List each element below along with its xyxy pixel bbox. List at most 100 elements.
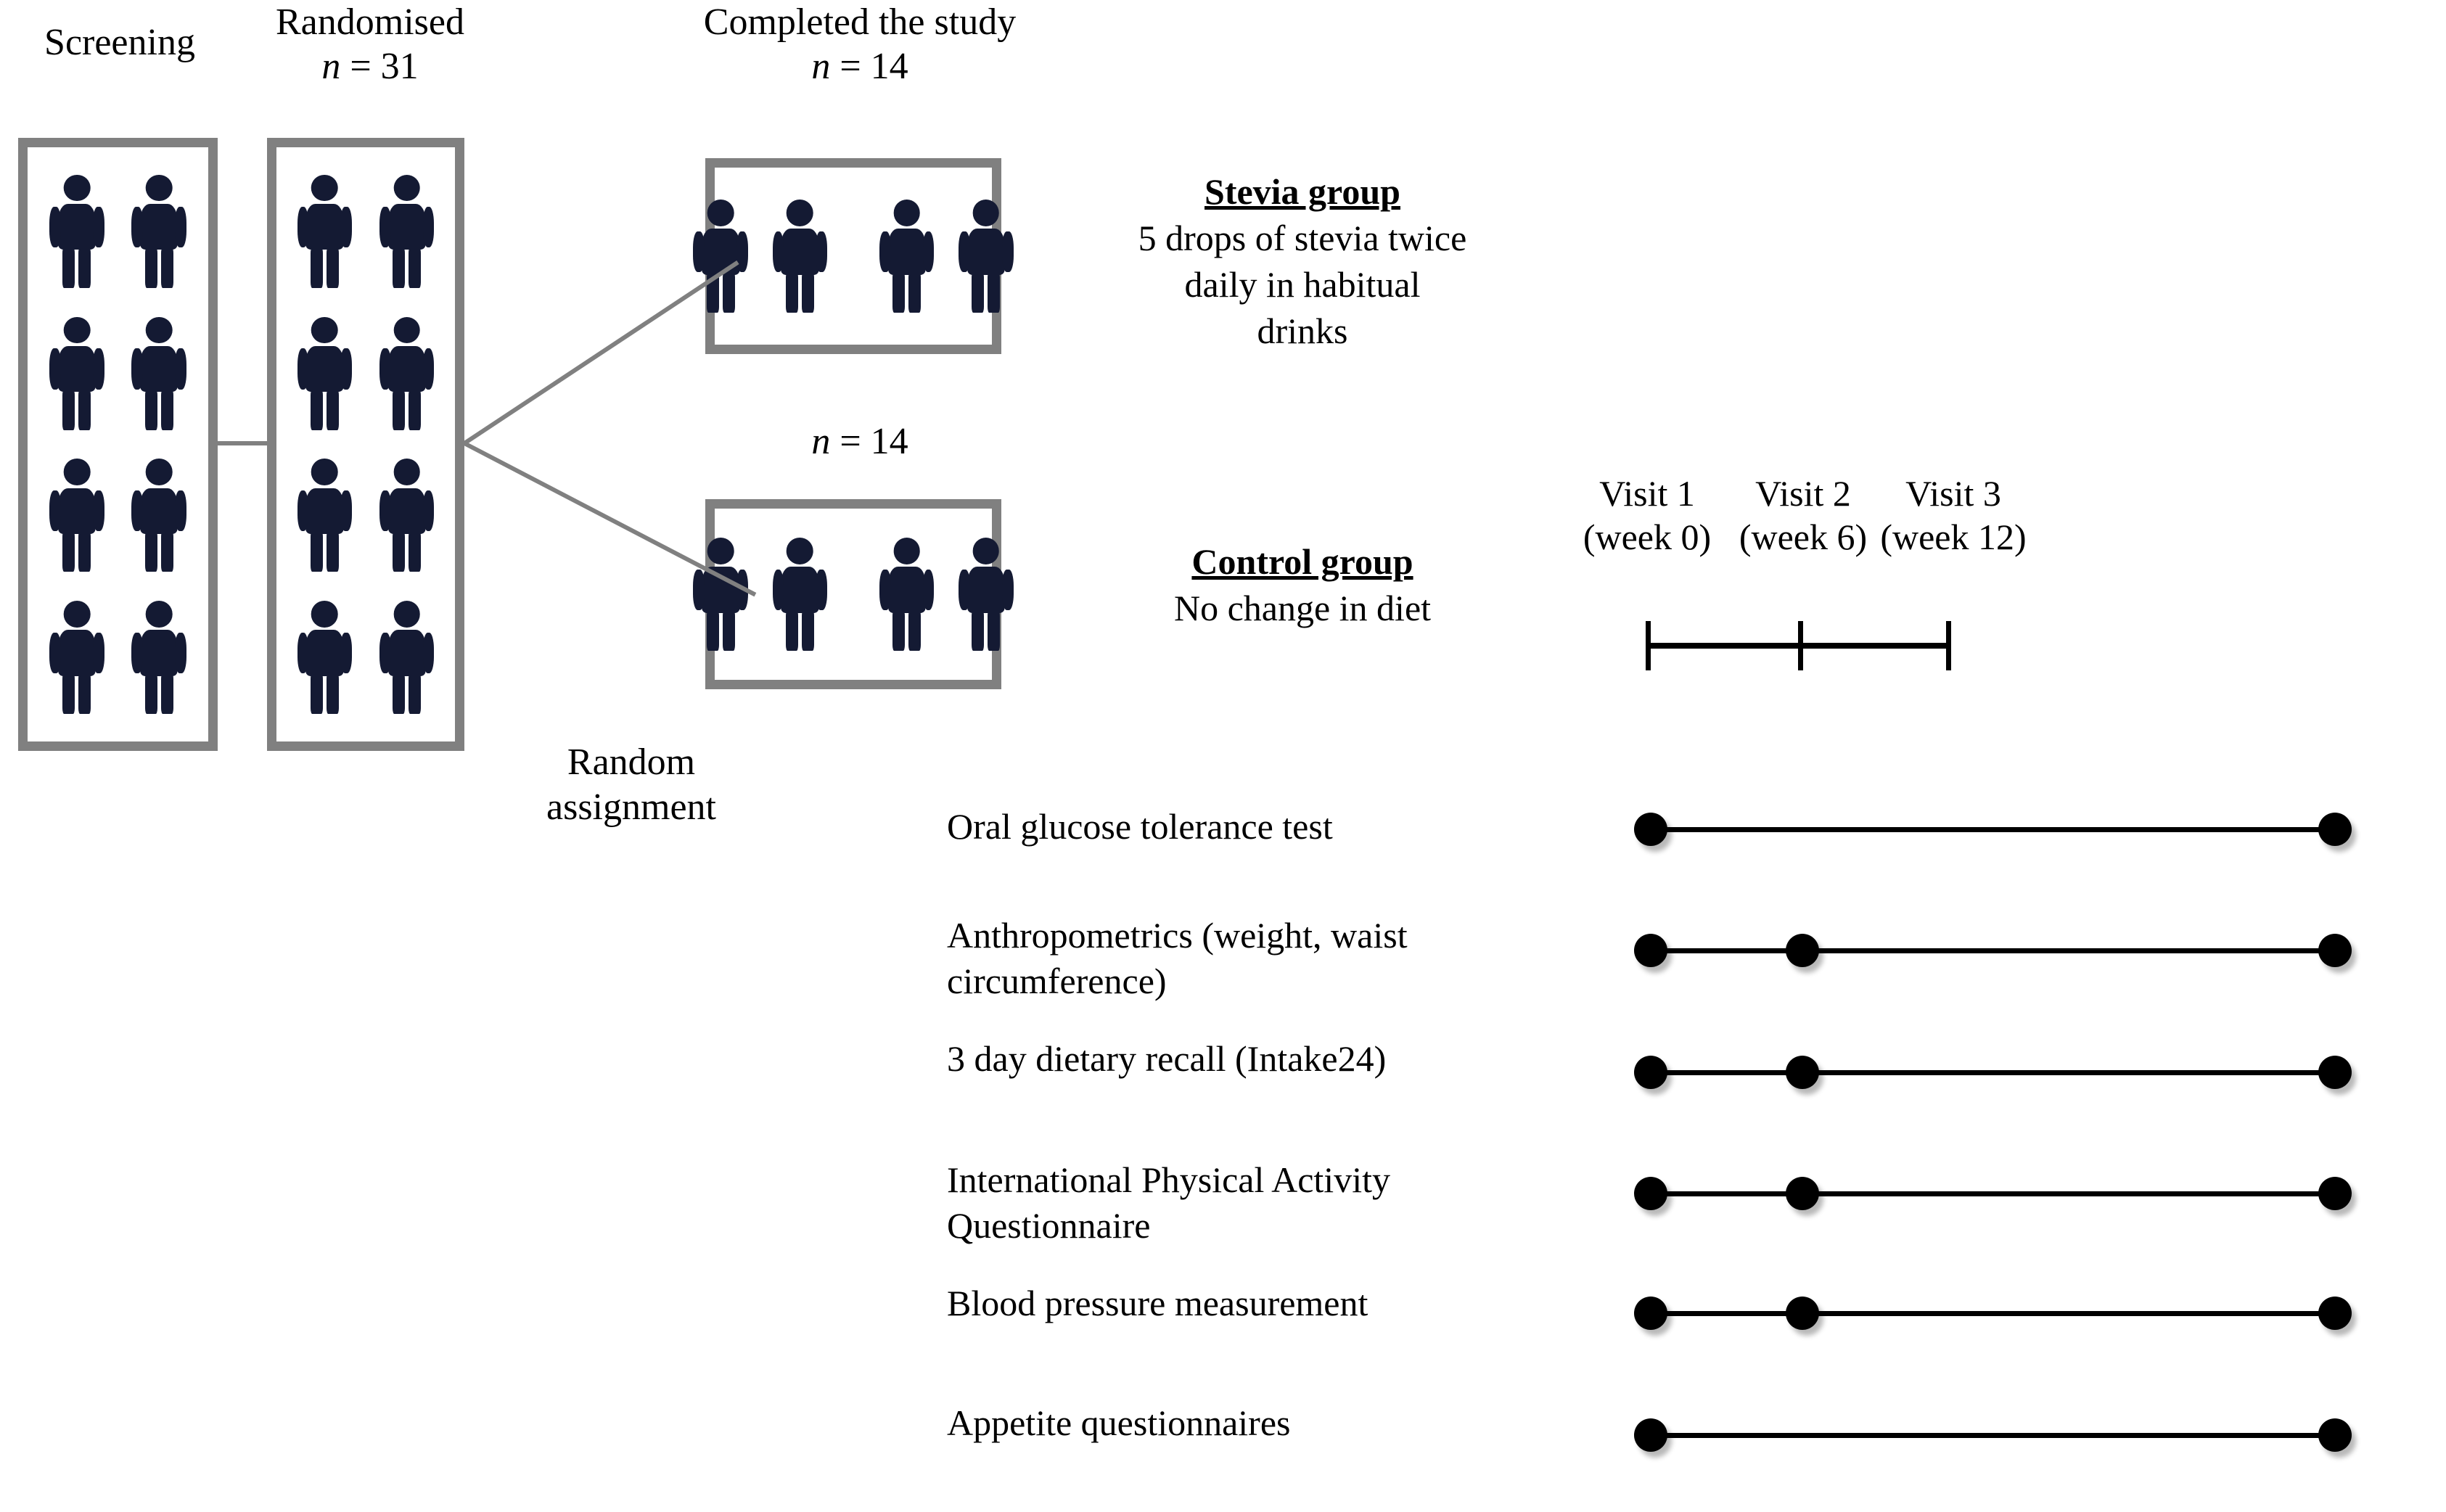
screening-person-icon (125, 459, 194, 572)
randomised-person-icon (290, 459, 359, 572)
assessment-label-line: circumference) (947, 961, 1167, 1001)
person-torso (305, 630, 344, 676)
person-leg-right (326, 389, 339, 430)
stevia-arm-box (693, 158, 1014, 354)
person-arm-right (175, 632, 186, 674)
person-arm-left (297, 206, 309, 247)
person-head (393, 459, 420, 485)
person-head (707, 537, 734, 564)
person-arm-left (49, 490, 61, 532)
person-arm-left (958, 231, 970, 272)
person-leg-left (393, 673, 406, 715)
control-group-description: Control group No change in diet (1056, 538, 1549, 631)
control-people-pair (686, 537, 834, 652)
random-assignment-line1: Random (567, 741, 696, 783)
person-torso (140, 204, 178, 250)
person-head (311, 459, 338, 485)
person-arm-right (816, 231, 828, 272)
person-arm-left (693, 231, 705, 272)
assessment-visit-dot (2318, 1418, 2352, 1452)
assessment-timeline-line (1651, 1433, 2335, 1438)
person-leg-left (972, 609, 985, 652)
person-leg-left (144, 673, 157, 715)
timeline-tick-visit-3 (1946, 621, 1951, 670)
person-arm-right (422, 490, 435, 532)
person-leg-right (78, 673, 91, 715)
person-leg-right (160, 673, 173, 715)
assessment-visit-dot (1786, 1297, 1819, 1330)
person-leg-right (801, 609, 814, 652)
person-arm-left (49, 348, 61, 390)
person-torso (387, 488, 426, 534)
randomised-person-icon (372, 316, 441, 430)
stevia-group-desc-line3: drinks (1257, 311, 1348, 351)
person-arm-left (131, 490, 144, 532)
completed-n-symbol: n (811, 46, 831, 88)
person-arm-left (379, 206, 391, 247)
assessment-visit-dot (1786, 934, 1819, 967)
person-torso (702, 229, 739, 275)
screening-person-icon (42, 601, 111, 715)
control-group-desc-line1: No change in diet (1173, 588, 1432, 628)
assessment-label: Blood pressure measurement (947, 1281, 1600, 1326)
person-leg-right (722, 609, 735, 652)
person-head (393, 174, 420, 202)
person-leg-left (144, 531, 157, 572)
assessment-label: Appetite questionnaires (947, 1400, 1600, 1446)
assessment-label-line: Appetite questionnaires (947, 1402, 1291, 1443)
person-leg-right (78, 247, 91, 288)
person-head (893, 537, 920, 564)
person-arm-right (1001, 569, 1014, 610)
assessment-visit-dot (2318, 934, 2352, 967)
screening-people (28, 147, 208, 741)
person-torso (58, 345, 96, 393)
screening-people-row (42, 316, 194, 430)
randomised-people-row (290, 601, 441, 715)
assessment-timeline-line (1651, 1070, 2335, 1075)
person-torso (305, 345, 344, 393)
person-leg-right (326, 247, 339, 288)
stevia-person-icon (766, 199, 834, 313)
person-arm-left (772, 569, 784, 610)
assessment-visit-dot (2318, 1056, 2352, 1089)
person-torso (140, 488, 178, 534)
person-leg-left (62, 389, 75, 430)
person-leg-left (62, 247, 75, 288)
screening-person-icon (42, 174, 111, 288)
person-torso (387, 630, 426, 676)
assessment-label: Oral glucose tolerance test (947, 804, 1600, 850)
visit-2-week: (week 6) (1739, 517, 1868, 557)
stevia-people (693, 168, 1014, 345)
person-arm-right (816, 569, 828, 610)
connector-branch-stevia (463, 260, 739, 445)
screening-box (18, 138, 218, 751)
visit-2-name: Visit 2 (1755, 473, 1851, 514)
person-leg-left (310, 247, 323, 288)
person-torso (781, 567, 819, 613)
person-arm-right (340, 348, 353, 390)
control-person-icon (766, 537, 834, 652)
person-arm-right (92, 490, 104, 532)
completed-label: Completed the study n = 14 (657, 0, 1063, 89)
person-torso (58, 488, 96, 534)
person-arm-right (92, 206, 104, 247)
visit-2-label: Visit 2 (week 6) (1673, 472, 1934, 559)
assessment-timeline-line (1651, 827, 2335, 832)
person-leg-right (78, 389, 91, 430)
screening-person-icon (125, 316, 194, 430)
assessment-visit-dot (2318, 1177, 2352, 1210)
person-arm-left (879, 569, 891, 610)
person-arm-right (922, 231, 935, 272)
person-head (787, 199, 813, 226)
person-arm-left (49, 632, 61, 674)
person-arm-right (340, 632, 353, 674)
assessment-visit-dot (2318, 1297, 2352, 1330)
person-leg-left (310, 389, 323, 430)
person-arm-right (736, 231, 749, 272)
assessment-visit-dot (1634, 1418, 1667, 1452)
person-leg-right (409, 389, 422, 430)
assessment-timeline-line (1651, 1191, 2335, 1196)
person-head (893, 199, 920, 226)
completed-n: n = 14 (657, 44, 1063, 89)
